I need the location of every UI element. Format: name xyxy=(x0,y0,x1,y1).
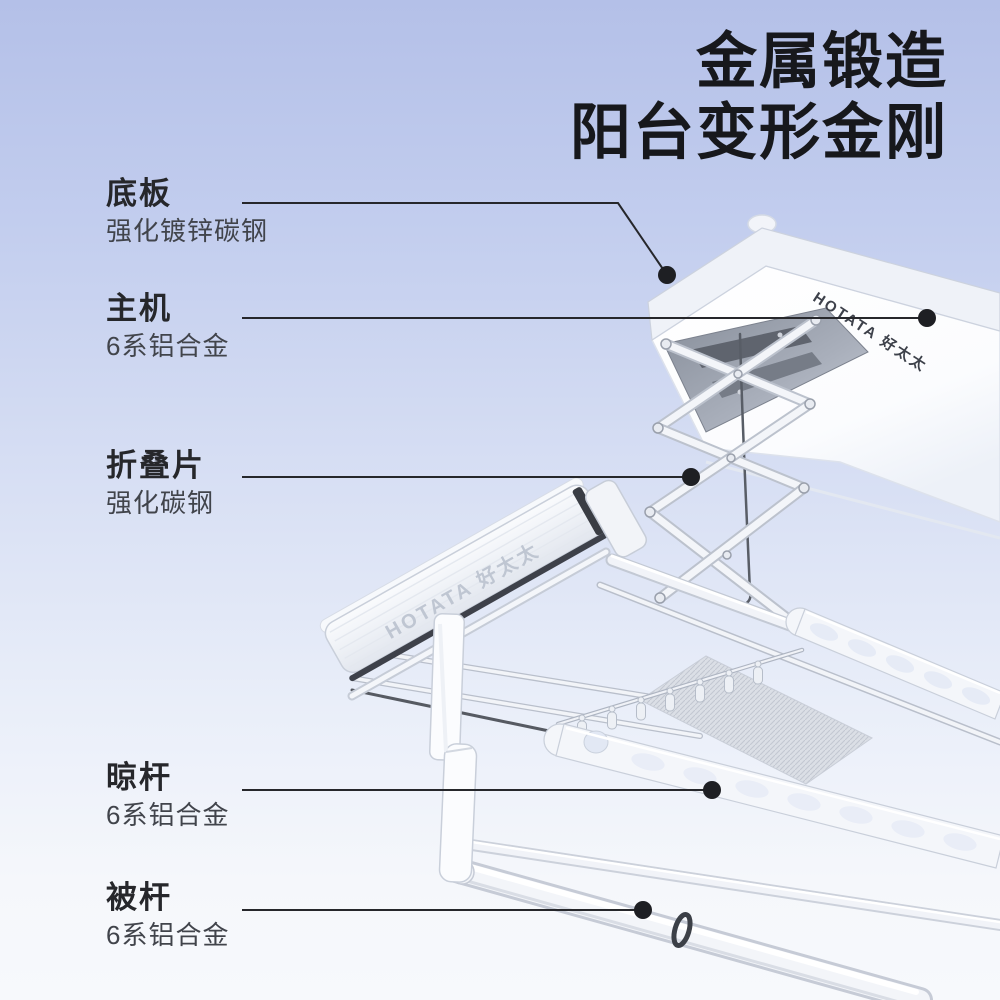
title-line-1: 金属锻造 xyxy=(695,27,948,95)
part-material: 6系铝合金 xyxy=(106,920,230,950)
bar-endcap xyxy=(572,487,605,536)
part-name: 底板 xyxy=(106,176,172,211)
screw xyxy=(777,332,783,338)
part-name: 被杆 xyxy=(106,880,172,915)
perforated-rail-top xyxy=(785,607,1000,720)
base-plate xyxy=(647,227,1000,342)
callout-dots xyxy=(634,266,936,919)
part-material: 强化镀锌碳钢 xyxy=(106,216,269,246)
callout-label-quiltrod: 被杆 6系铝合金 xyxy=(106,882,229,948)
rail-slots xyxy=(631,753,977,851)
arm-joint xyxy=(445,747,473,753)
part-material: 6系铝合金 xyxy=(106,800,230,830)
part-name: 晾杆 xyxy=(106,760,172,795)
page-title: 金属锻造 阳台变形金刚 xyxy=(570,26,948,168)
callout-line-baseplate xyxy=(242,202,668,276)
main-unit: HOTATA 好太太 xyxy=(647,214,1000,540)
top-cross-rod xyxy=(605,553,827,643)
cavity-strip xyxy=(712,352,822,398)
part-material: 强化碳钢 xyxy=(106,488,215,518)
part-material: 6系铝合金 xyxy=(106,331,230,361)
main-unit-rim xyxy=(705,460,1000,540)
callout-lines xyxy=(242,202,927,911)
scissor-joints xyxy=(644,314,822,634)
callout-label-baseplate: 底板 强化镀锌碳钢 xyxy=(106,178,268,244)
title-line-2: 阳台变形金刚 xyxy=(569,97,948,166)
rail-slots xyxy=(809,623,991,705)
part-name: 折叠片 xyxy=(106,448,205,483)
rod-ring-clamp xyxy=(671,911,693,949)
callout-label-mainunit: 主机 6系铝合金 xyxy=(106,293,229,359)
callout-label-scissor: 折叠片 强化碳钢 xyxy=(106,450,214,516)
bar-ribs xyxy=(329,489,601,668)
hook-rod xyxy=(555,647,805,727)
support-arm xyxy=(428,613,478,885)
drying-rod-rail xyxy=(543,723,1000,869)
callout-label-dryrod: 晾杆 6系铝合金 xyxy=(106,762,229,828)
quilt-rod xyxy=(443,836,1000,1000)
scissor-mechanism xyxy=(644,314,822,634)
bar-groove xyxy=(349,532,608,682)
part-name: 主机 xyxy=(106,291,172,326)
bar-hinge xyxy=(585,479,647,558)
hanger-hooks xyxy=(577,660,763,739)
